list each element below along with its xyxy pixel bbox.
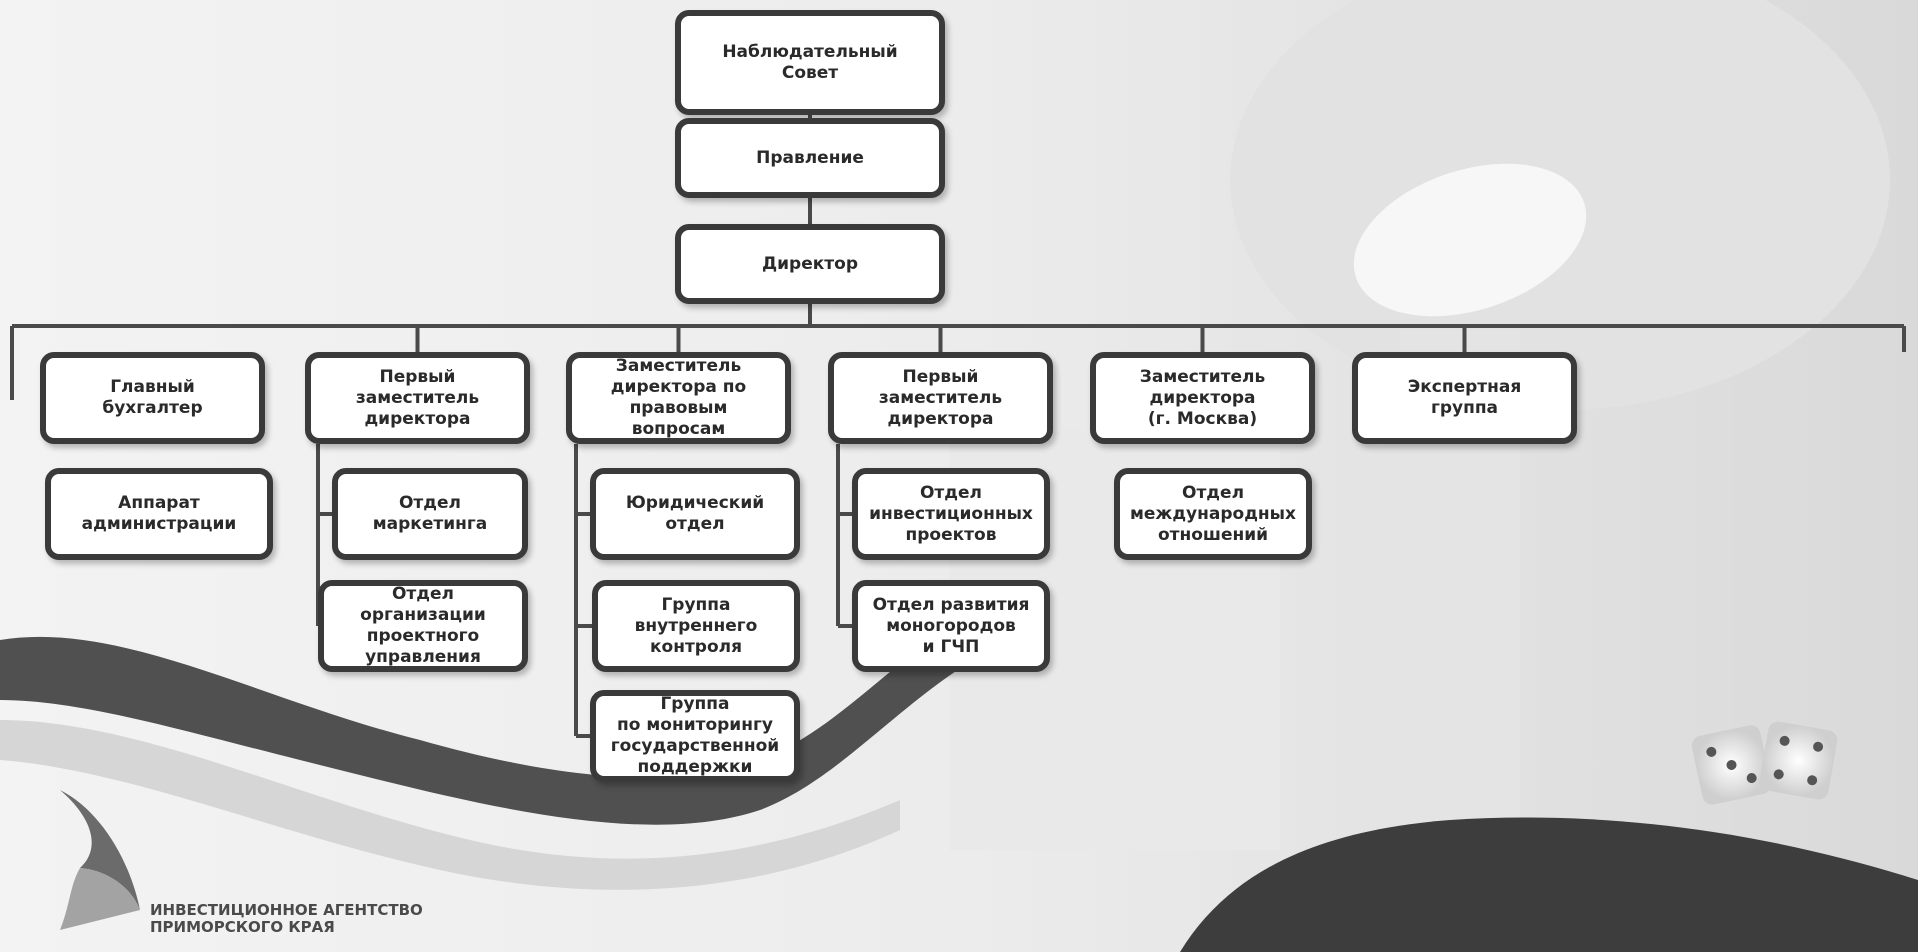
dice-graphic-2 bbox=[1759, 721, 1838, 800]
column-5-sub-1: Отдел международных отношений bbox=[1114, 468, 1312, 560]
supervisory-board-box: Наблюдательный Совет bbox=[675, 10, 945, 115]
dice-graphic bbox=[1691, 725, 1772, 805]
column-head-6: Экспертная группа bbox=[1352, 352, 1577, 444]
column-head-4: Первый заместитель директора bbox=[828, 352, 1053, 444]
column-4-sub-2: Отдел развития моногородов и ГЧП bbox=[852, 580, 1050, 672]
column-head-1: Главный бухгалтер bbox=[40, 352, 265, 444]
column-head-5: Заместитель директора (г. Москва) bbox=[1090, 352, 1315, 444]
director-box: Директор bbox=[675, 224, 945, 304]
column-2-sub-2: Отдел организации проектного управления bbox=[318, 580, 528, 672]
logo-line-2: ПРИМОРСКОГО КРАЯ bbox=[150, 918, 335, 936]
wave-right bbox=[1180, 817, 1918, 952]
column-3-sub-2: Группа внутреннего контроля bbox=[592, 580, 800, 672]
column-1-sub-1: Аппарат администрации bbox=[45, 468, 273, 560]
logo-line-1: ИНВЕСТИЦИОННОЕ АГЕНТСТВО bbox=[150, 901, 423, 919]
board-box: Правление bbox=[675, 118, 945, 198]
column-head-2: Первый заместитель директора bbox=[305, 352, 530, 444]
column-2-sub-1: Отдел маркетинга bbox=[332, 468, 528, 560]
column-3-sub-1: Юридический отдел bbox=[590, 468, 800, 560]
wave-light bbox=[0, 720, 900, 890]
column-4-sub-1: Отдел инвестиционных проектов bbox=[852, 468, 1050, 560]
agency-logo-text: ИНВЕСТИЦИОННОЕ АГЕНТСТВО ПРИМОРСКОГО КРА… bbox=[150, 902, 423, 936]
block-shape bbox=[1353, 163, 1587, 317]
column-head-3: Заместитель директора по правовым вопрос… bbox=[566, 352, 791, 444]
agency-logo-icon bbox=[60, 790, 140, 930]
column-3-sub-3: Группа по мониторингу государственной по… bbox=[590, 690, 800, 782]
